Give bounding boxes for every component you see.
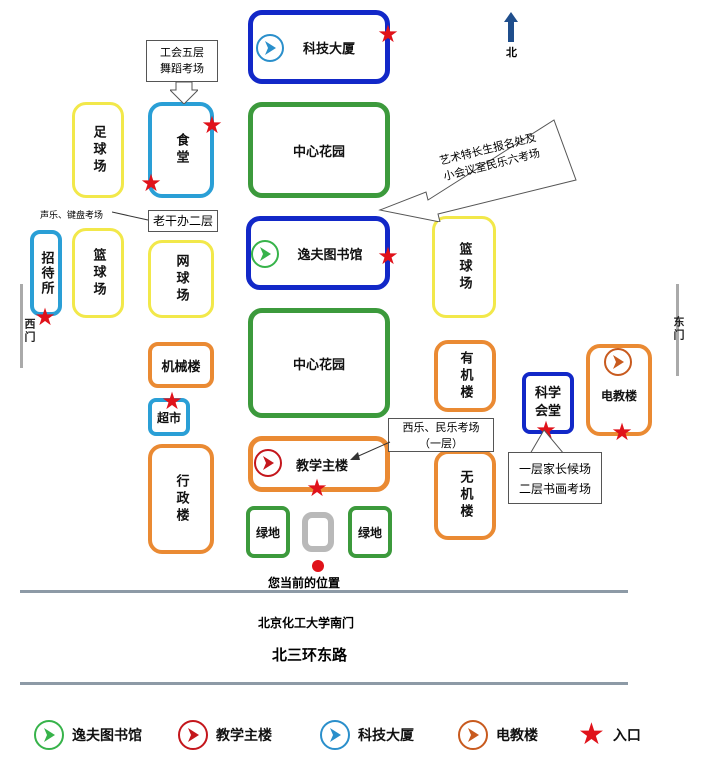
admin-label: 行政楼 [173,473,189,525]
legend-library: 逸夫图书馆 [34,718,142,752]
entrance-star-icon: ★ [306,474,328,502]
compass-label: 北 [506,46,517,59]
callout-vocal-pointer [112,211,149,221]
inorganic-building[interactable]: 无机楼 [434,450,496,540]
legend-av: 电教楼 [458,718,538,752]
east-gate-line [676,284,679,376]
tennis-court: 网球场 [148,240,214,318]
callout-parents-line1: 一层家长候场 [518,462,591,476]
callout-union-pointer [170,82,198,104]
av-label: 电教楼 [600,388,637,403]
football-field: 足球场 [72,102,124,198]
callout-music: 西乐、民乐考场 （一层） [388,418,494,452]
south-gate-label: 北京化工大学南门 [258,616,355,630]
current-position-label: 您当前的位置 [268,576,341,590]
tennis-label: 网球场 [173,253,189,305]
callout-music-line2: （一层） [419,437,463,450]
entrance-star-icon: ★ [611,418,633,446]
central-garden-top-label: 中心花园 [292,144,345,160]
legend-entrance-label: 入口 [612,728,641,744]
green-right-label: 绿地 [357,525,382,540]
organic-label: 有机楼 [457,350,473,402]
current-position-marker [302,512,334,552]
admin-building[interactable]: 行政楼 [148,444,214,554]
road-line-top [20,590,628,593]
north-arrow-icon [504,12,518,42]
legend-library-label: 逸夫图书馆 [72,728,142,744]
library-label: 逸夫图书馆 [297,247,363,263]
legend-av-icon [458,720,488,750]
teaching-logo-icon [254,449,282,477]
science-hall-label: 科学会堂 [534,386,561,419]
central-garden-bottom: 中心花园 [248,308,390,418]
callout-union: 工会五层 舞蹈考场 [146,40,218,82]
supermarket-label: 超市 [156,410,181,425]
canteen-label: 食堂 [173,133,189,167]
entrance-star-icon: ★ [140,169,162,197]
canteen-building[interactable]: 食堂 [148,102,214,198]
football-label: 足球场 [90,124,106,176]
entrance-star-icon: ★ [377,242,399,270]
inorganic-label: 无机楼 [457,469,473,521]
green-left: 绿地 [246,506,290,558]
basketball-left: 篮球场 [72,228,124,318]
road-line-bottom [20,682,628,685]
basketball-right: 篮球场 [432,216,496,318]
central-garden-bottom-label: 中心花园 [292,357,345,373]
machinery-building[interactable]: 机械楼 [148,342,214,388]
west-gate-line [20,284,23,368]
legend-teaching-label: 教学主楼 [216,728,272,744]
callout-music-line1: 西乐、民乐考场 [402,421,480,434]
science-hall[interactable]: 科学会堂 [522,372,574,434]
green-left-label: 绿地 [255,525,280,540]
entrance-star-icon: ★ [377,20,399,48]
entrance-star-icon: ★ [161,387,183,415]
callout-parents-pointer [530,430,564,454]
basketball-right-label: 篮球场 [456,241,472,293]
current-position-dot-icon [312,560,324,572]
legend-keji: 科技大厦 [320,718,414,752]
legend-av-label: 电教楼 [496,728,538,744]
west-gate-label: 西门 [23,318,36,344]
guesthouse-label: 招待所 [38,250,54,296]
entrance-star-icon: ★ [201,111,223,139]
callout-music-pointer [350,441,391,460]
av-logo-icon [604,348,632,376]
teaching-label: 教学主楼 [295,458,348,474]
central-garden-top: 中心花园 [248,102,390,198]
guesthouse-building[interactable]: 招待所 [30,230,62,316]
road-name: 北三环东路 [272,646,348,664]
library-logo-icon [251,240,279,268]
callout-parents-line2: 二层书画考场 [518,482,591,496]
legend-entrance-icon: ★ [578,717,605,752]
callout-union-line2: 舞蹈考场 [160,62,204,75]
legend-keji-label: 科技大厦 [358,728,414,744]
east-gate-label: 东门 [672,316,685,342]
legend-teaching-icon [178,720,208,750]
organic-building[interactable]: 有机楼 [434,340,496,412]
callout-vocal: 声乐、键盘考场 [40,211,104,221]
legend-library-icon [34,720,64,750]
machinery-label: 机械楼 [161,359,201,375]
legend-teaching: 教学主楼 [178,718,272,752]
legend-entrance: ★ 入口 [578,718,641,752]
callout-cadre-text: 老干办二层 [152,214,213,228]
callout-union-line1: 工会五层 [160,46,204,59]
green-right: 绿地 [348,506,392,558]
callout-arts-arrow [378,119,577,222]
callout-cadre: 老干办二层 [148,210,218,232]
legend-keji-icon [320,720,350,750]
entrance-star-icon: ★ [34,303,56,331]
callout-parents: 一层家长候场 二层书画考场 [508,452,602,504]
basketball-left-label: 篮球场 [90,247,106,299]
keji-logo-icon [256,34,284,62]
keji-label: 科技大厦 [302,41,355,57]
supermarket[interactable]: 超市 [148,398,190,436]
